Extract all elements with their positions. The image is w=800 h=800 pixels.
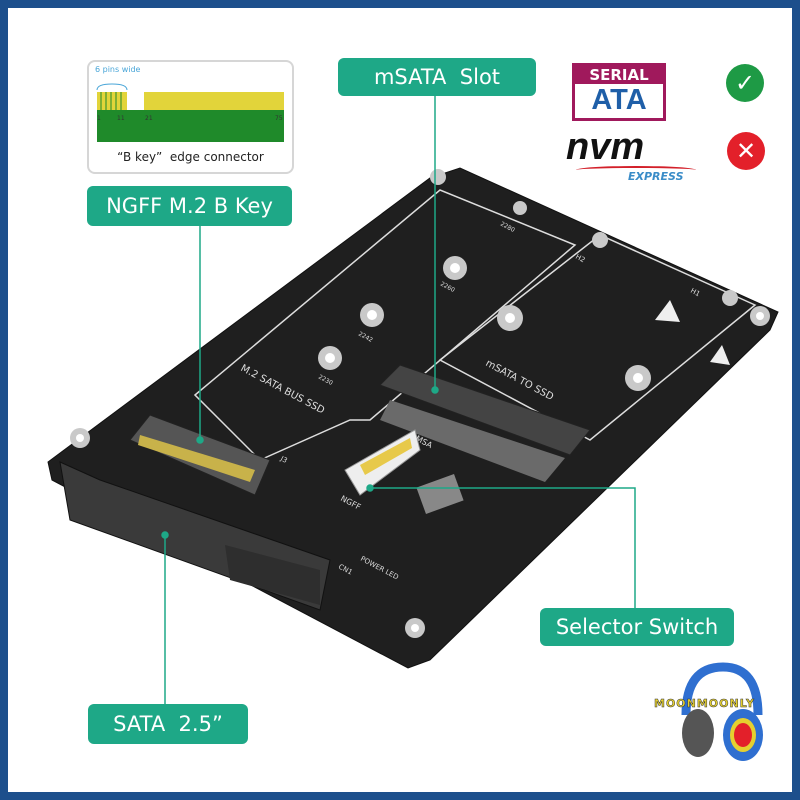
- x-icon: ✕: [727, 132, 765, 170]
- b-key-notch: [127, 110, 144, 114]
- serial-ata-logo-top: SERIAL: [575, 66, 663, 84]
- esd-warning-icon: [710, 345, 730, 365]
- callout-selector-switch: Selector Switch: [540, 608, 734, 646]
- nvm-express-logo: nvm EXPRESS: [566, 128, 706, 186]
- pin-number: 1: [97, 115, 101, 122]
- serial-ata-logo-bottom: ATA: [591, 84, 647, 116]
- nvm-logo-bottom: EXPRESS: [628, 170, 684, 183]
- board-label-j3: J3: [278, 454, 288, 465]
- mounting-hole-centers: [76, 263, 764, 632]
- headphones-icon: [681, 662, 763, 761]
- edge-contacts-left: [97, 92, 127, 114]
- callout-sata: SATA 2.5”: [88, 704, 248, 744]
- board-label-h1: H1: [689, 287, 701, 299]
- callout-leader-lines: [161, 96, 636, 704]
- edge-pcb: [97, 110, 284, 142]
- moonmoonly-watermark: MOONMOONLY: [654, 655, 768, 765]
- callout-msata: mSATA Slot: [338, 58, 536, 96]
- check-icon: ✓: [726, 64, 764, 102]
- pins-wide-bracket: [96, 83, 128, 91]
- serial-ata-logo: SERIAL ATA: [572, 63, 666, 121]
- nvm-logo-top: nvm: [566, 126, 645, 168]
- callout-ngff: NGFF M.2 B Key: [87, 186, 292, 226]
- msata-connector-pins: [380, 400, 565, 482]
- pin-number: 75: [275, 115, 283, 122]
- watermark-text: MOONMOONLY: [654, 697, 755, 711]
- inset-caption: “B key” edge connector: [117, 150, 264, 164]
- pin-number: 11: [117, 115, 125, 122]
- sata-power-connector: [225, 545, 320, 605]
- edge-contacts-right: [144, 92, 284, 114]
- esd-warning-icon: [655, 300, 680, 322]
- selector-switch-slider: [360, 438, 412, 475]
- board-label-h2: H2: [574, 253, 586, 265]
- contact-dividers: [100, 92, 122, 110]
- m2-connector-contacts: [138, 435, 255, 482]
- pins-wide-label: 6 pins wide: [95, 65, 141, 74]
- inductor-component: [416, 474, 464, 514]
- nvm-logo-swoosh: [576, 166, 696, 174]
- pin-number: 21: [145, 115, 153, 122]
